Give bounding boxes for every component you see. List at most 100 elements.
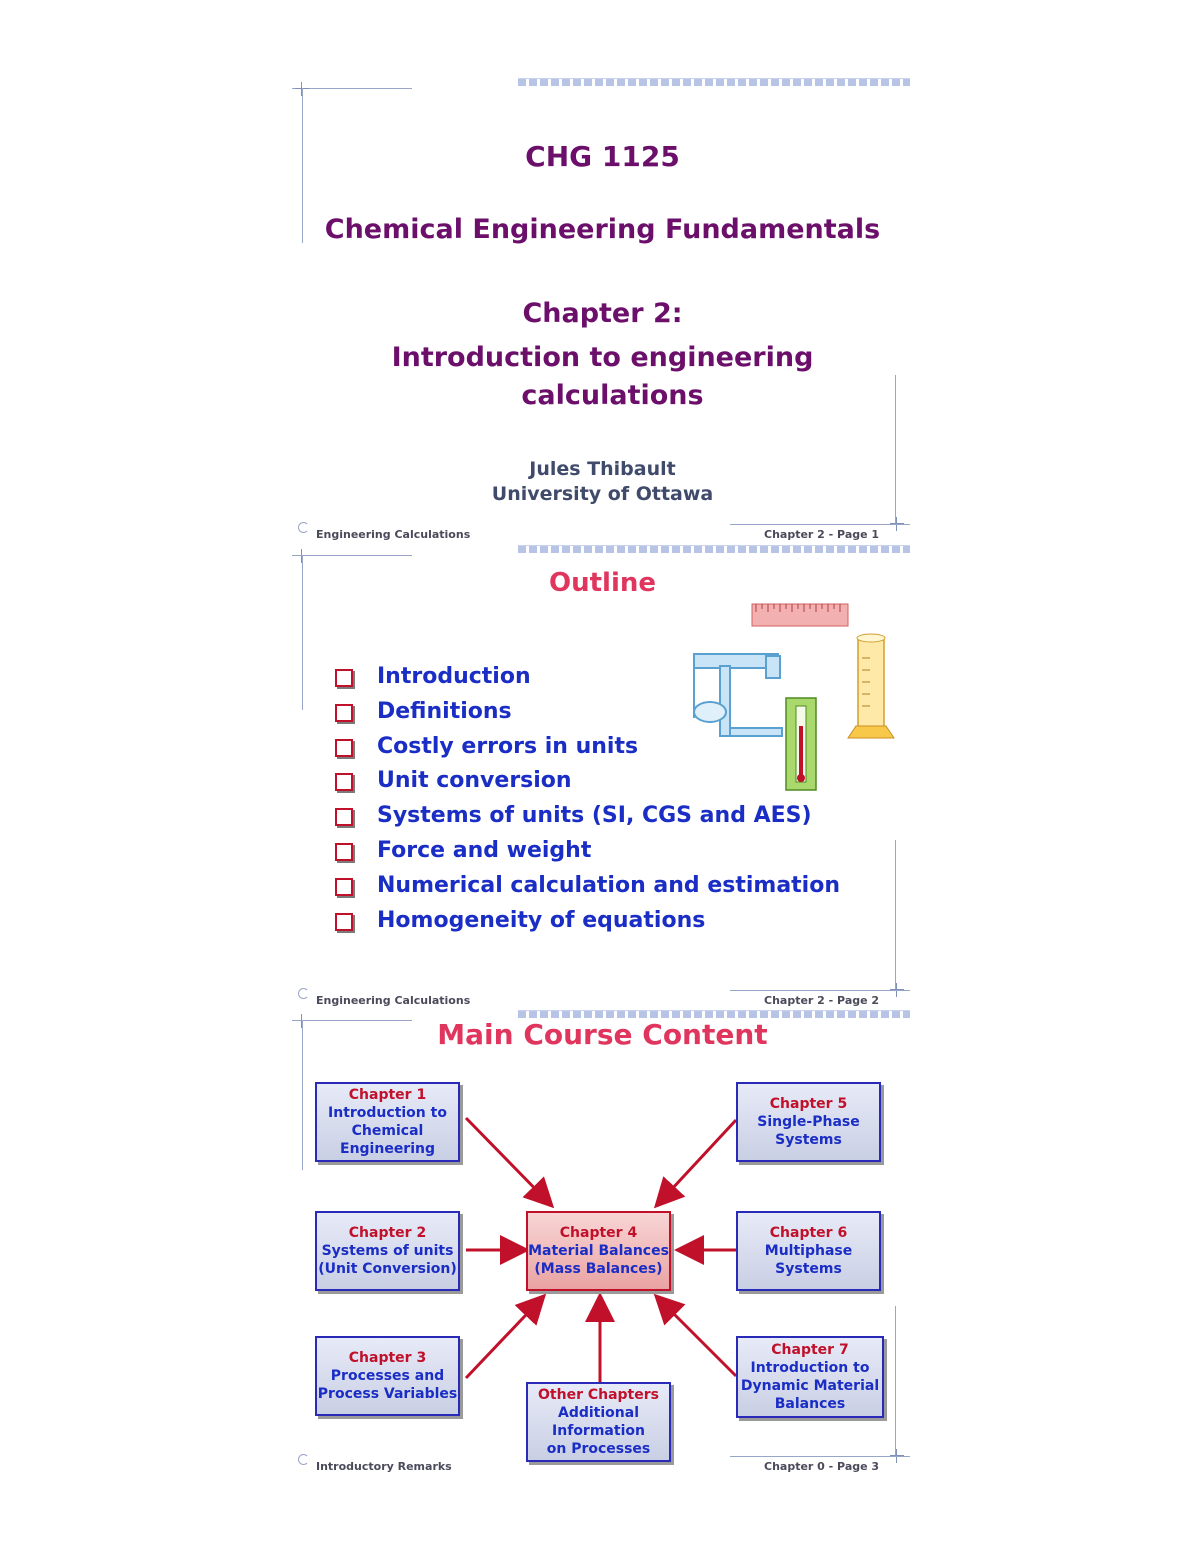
slide-3: Main Course Content Chapter 1 Introducti… [290, 1006, 915, 1476]
chapter-label: Chapter 2 [348, 1225, 427, 1241]
lab-equipment-illustration [693, 603, 895, 791]
arrow-ch7-to-ch4 [653, 1293, 738, 1378]
outline-item: Introduction [335, 660, 840, 695]
chapter-heading: Chapter 2: [522, 298, 683, 329]
checkbox-bullet-icon [335, 842, 353, 861]
corner-mark [298, 522, 309, 533]
chapter-4-box: Chapter 4 Material Balances (Mass Balanc… [526, 1211, 671, 1291]
chapter-desc: (Unit Conversion) [318, 1261, 457, 1277]
outline-item-label: Homogeneity of equations [377, 907, 706, 933]
other-chapters-box: Other Chapters Additional Information on… [526, 1382, 671, 1462]
footer-left: Engineering Calculations [316, 528, 471, 541]
chapter-1-box: Chapter 1 Introduction to Chemical Engin… [315, 1082, 460, 1162]
chapter-2-box: Chapter 2 Systems of units (Unit Convers… [315, 1211, 460, 1291]
graduated-cylinder-icon [847, 633, 895, 739]
chapter-desc: Systems [775, 1261, 842, 1277]
slide-border-line [292, 555, 412, 556]
footer-left: Introductory Remarks [316, 1460, 452, 1473]
arrow-ch3-to-ch4 [464, 1293, 547, 1380]
outline-item-label: Force and weight [377, 837, 592, 863]
chapter-desc: Systems [775, 1132, 842, 1148]
chapter-desc: Introduction to [750, 1360, 870, 1376]
checkbox-bullet-icon [335, 703, 353, 722]
balance-scale-icon [693, 653, 783, 737]
chapter-desc: Multiphase [764, 1243, 853, 1259]
outline-item: Homogeneity of equations [335, 904, 840, 939]
author-name: Jules Thibault [529, 458, 676, 480]
chapter-desc: Process Variables [317, 1386, 458, 1402]
outline-item-label: Unit conversion [377, 768, 572, 794]
chapter-desc: Material Balances [528, 1243, 669, 1259]
outline-item: Definitions [335, 695, 840, 730]
outline-item: Numerical calculation and estimation [335, 869, 840, 904]
flow-arrows [464, 1116, 738, 1382]
corner-mark [298, 1454, 309, 1465]
chapter-label: Chapter 5 [769, 1096, 848, 1112]
checkbox-bullet-icon [335, 877, 353, 896]
outline-list: Introduction Definitions Costly errors i… [335, 660, 840, 938]
arrow-ch5-to-ch4 [653, 1118, 738, 1209]
chapter-label: Chapter 6 [769, 1225, 848, 1241]
chapter-desc: Balances [774, 1396, 846, 1412]
outline-title: Outline [548, 568, 656, 598]
arrow-ch1-to-ch4 [464, 1116, 555, 1209]
ruler-icon [751, 603, 849, 627]
slide-border-line [292, 88, 412, 89]
dotted-header-band [518, 78, 910, 86]
checkbox-bullet-icon [335, 669, 353, 687]
institution-name: University of Ottawa [491, 483, 714, 505]
slide-border-line [302, 555, 303, 710]
chapter-6-box: Chapter 6 Multiphase Systems [736, 1211, 881, 1291]
slide-1: CHG 1125 Chemical Engineering Fundamenta… [290, 70, 915, 541]
chapter-desc: Processes and [330, 1368, 445, 1384]
corner-mark [298, 988, 309, 999]
outline-item: Systems of units (SI, CGS and AES) [335, 799, 840, 834]
chapter-desc: Chemical [351, 1123, 424, 1139]
course-code: CHG 1125 [525, 140, 680, 173]
chapter-title-line2: calculations [521, 380, 704, 411]
chapter-label: Chapter 7 [771, 1342, 849, 1358]
chapter-desc: Information [552, 1423, 645, 1439]
outline-item-label: Systems of units (SI, CGS and AES) [377, 803, 812, 829]
outline-item: Costly errors in units [335, 730, 840, 765]
main-content-title: Main Course Content [437, 1018, 768, 1051]
chapter-label: Chapter 3 [348, 1350, 427, 1366]
chapter-desc: Introduction to [328, 1105, 447, 1121]
outline-item-label: Numerical calculation and estimation [377, 872, 840, 898]
chapter-label: Chapter 4 [559, 1225, 638, 1241]
dotted-header-band [518, 545, 910, 553]
slide-border-line [730, 524, 910, 525]
checkbox-bullet-icon [335, 738, 353, 757]
checkbox-bullet-icon [335, 773, 353, 792]
slide-border-line [895, 1306, 896, 1456]
chapter-3-box: Chapter 3 Processes and Process Variable… [315, 1336, 460, 1416]
slide-border-line [895, 375, 896, 525]
chapter-label: Chapter 1 [348, 1087, 427, 1103]
course-name: Chemical Engineering Fundamentals [324, 214, 881, 245]
chapter-desc: Dynamic Material [740, 1378, 880, 1394]
checkbox-bullet-icon [335, 912, 353, 931]
outline-item-label: Introduction [377, 664, 531, 689]
slide-border-line [302, 88, 303, 243]
outline-item: Unit conversion [335, 764, 840, 799]
slide-border-line [895, 840, 896, 990]
slide-2: Outline [290, 540, 915, 1007]
slide-border-line [302, 1020, 303, 1170]
slide-border-line [730, 1456, 910, 1457]
chapter-desc: Single-Phase [757, 1114, 860, 1130]
chapter-desc: Additional [558, 1405, 639, 1421]
slide-border-line [292, 1020, 412, 1021]
outline-item-label: Costly errors in units [377, 733, 639, 759]
chapter-title-line1: Introduction to engineering [391, 342, 814, 373]
chapter-desc: on Processes [546, 1441, 651, 1457]
thermometer-icon [785, 697, 817, 791]
checkbox-bullet-icon [335, 808, 353, 827]
slide-border-line [730, 990, 910, 991]
outline-item: Force and weight [335, 834, 840, 869]
chapter-7-box: Chapter 7 Introduction to Dynamic Materi… [736, 1336, 884, 1418]
chapter-5-box: Chapter 5 Single-Phase Systems [736, 1082, 881, 1162]
footer-right: Chapter 2 - Page 1 [764, 528, 880, 541]
footer-right: Chapter 0 - Page 3 [764, 1460, 880, 1473]
dotted-header-band [518, 1010, 910, 1018]
chapter-desc: Systems of units [321, 1243, 454, 1259]
